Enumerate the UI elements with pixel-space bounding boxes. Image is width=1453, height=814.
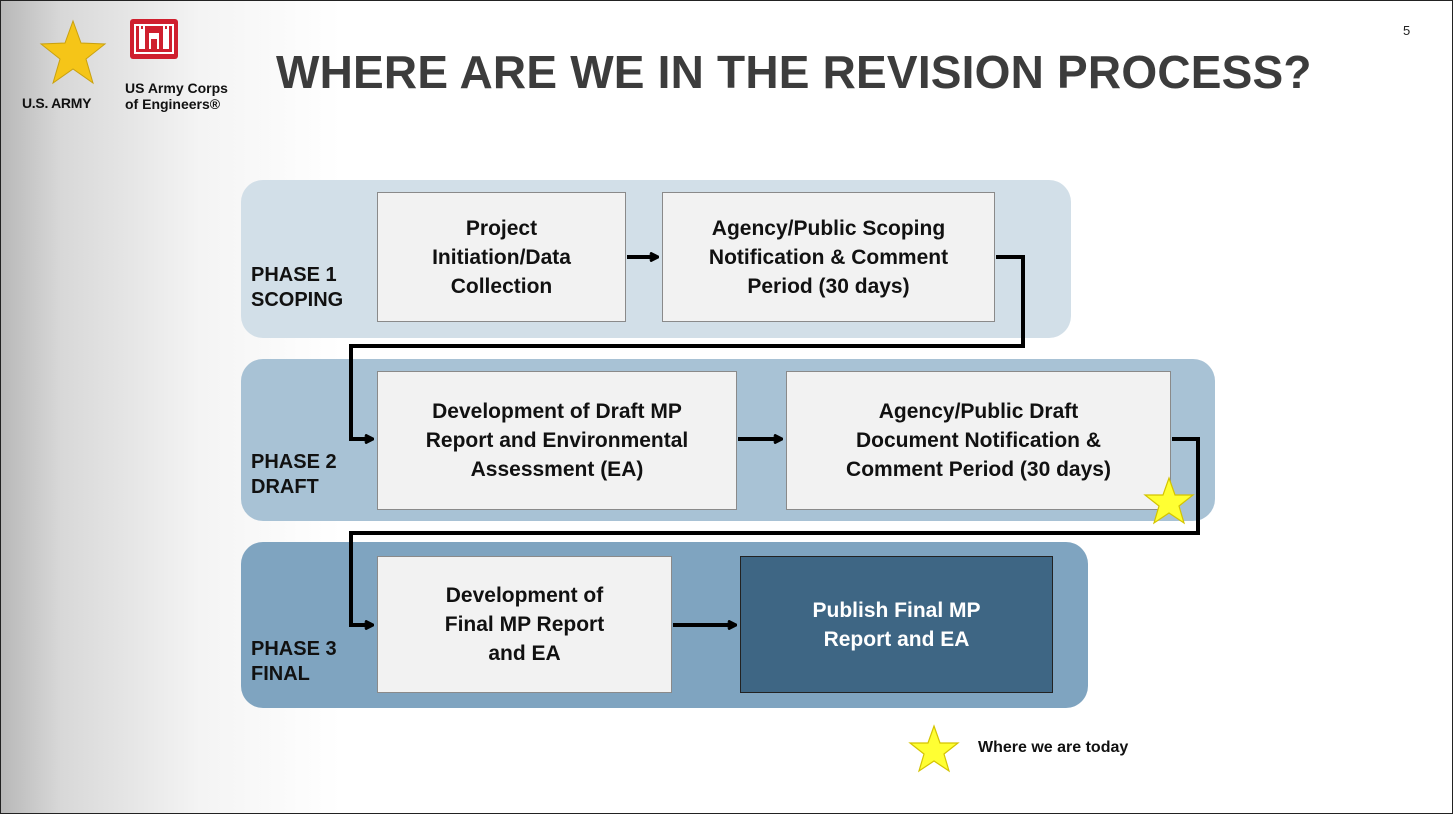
phase-1-label-line2: SCOPING	[251, 289, 344, 311]
slide-number: 5	[1403, 23, 1411, 38]
army-label: U.S. ARMY	[22, 95, 92, 111]
connector-phase2-to-phase3	[349, 437, 1200, 625]
current-stage-star-icon	[1143, 476, 1195, 525]
legend-star-icon	[908, 724, 960, 773]
usace-castle-icon	[130, 19, 178, 59]
step-publish-final: Publish Final MP Report and EA	[740, 556, 1053, 693]
step-final-development: Development of Final MP Report and EA	[377, 556, 672, 693]
phase-3-label-line1: PHASE 3	[251, 638, 337, 660]
step-scoping-notification: Agency/Public Scoping Notification & Com…	[662, 192, 995, 322]
legend-label: Where we are today	[978, 739, 1129, 756]
step-draft-notification: Agency/Public Draft Document Notificatio…	[786, 371, 1171, 510]
phase-2-label: PHASE 2 DRAFT	[251, 450, 337, 500]
step-project-initiation: Project Initiation/Data Collection	[377, 192, 626, 322]
step-draft-development: Development of Draft MP Report and Envir…	[377, 371, 737, 510]
phase-1-label: PHASE 1 SCOPING	[251, 263, 343, 313]
phase-1-label-line1: PHASE 1	[251, 264, 337, 286]
usace-label-line2: of Engineers®	[125, 96, 221, 112]
slide-title: WHERE ARE WE IN THE REVISION PROCESS?	[276, 46, 1312, 98]
phase-2-label-line1: PHASE 2	[251, 451, 337, 473]
phase-3-label-line2: FINAL	[251, 663, 310, 685]
phase-2-label-line2: DRAFT	[251, 476, 319, 498]
connector-phase1-to-phase2	[349, 255, 1025, 439]
usace-label-line1: US Army Corps	[125, 80, 228, 96]
army-star-icon	[39, 19, 107, 85]
phase-3-label: PHASE 3 FINAL	[251, 637, 337, 687]
